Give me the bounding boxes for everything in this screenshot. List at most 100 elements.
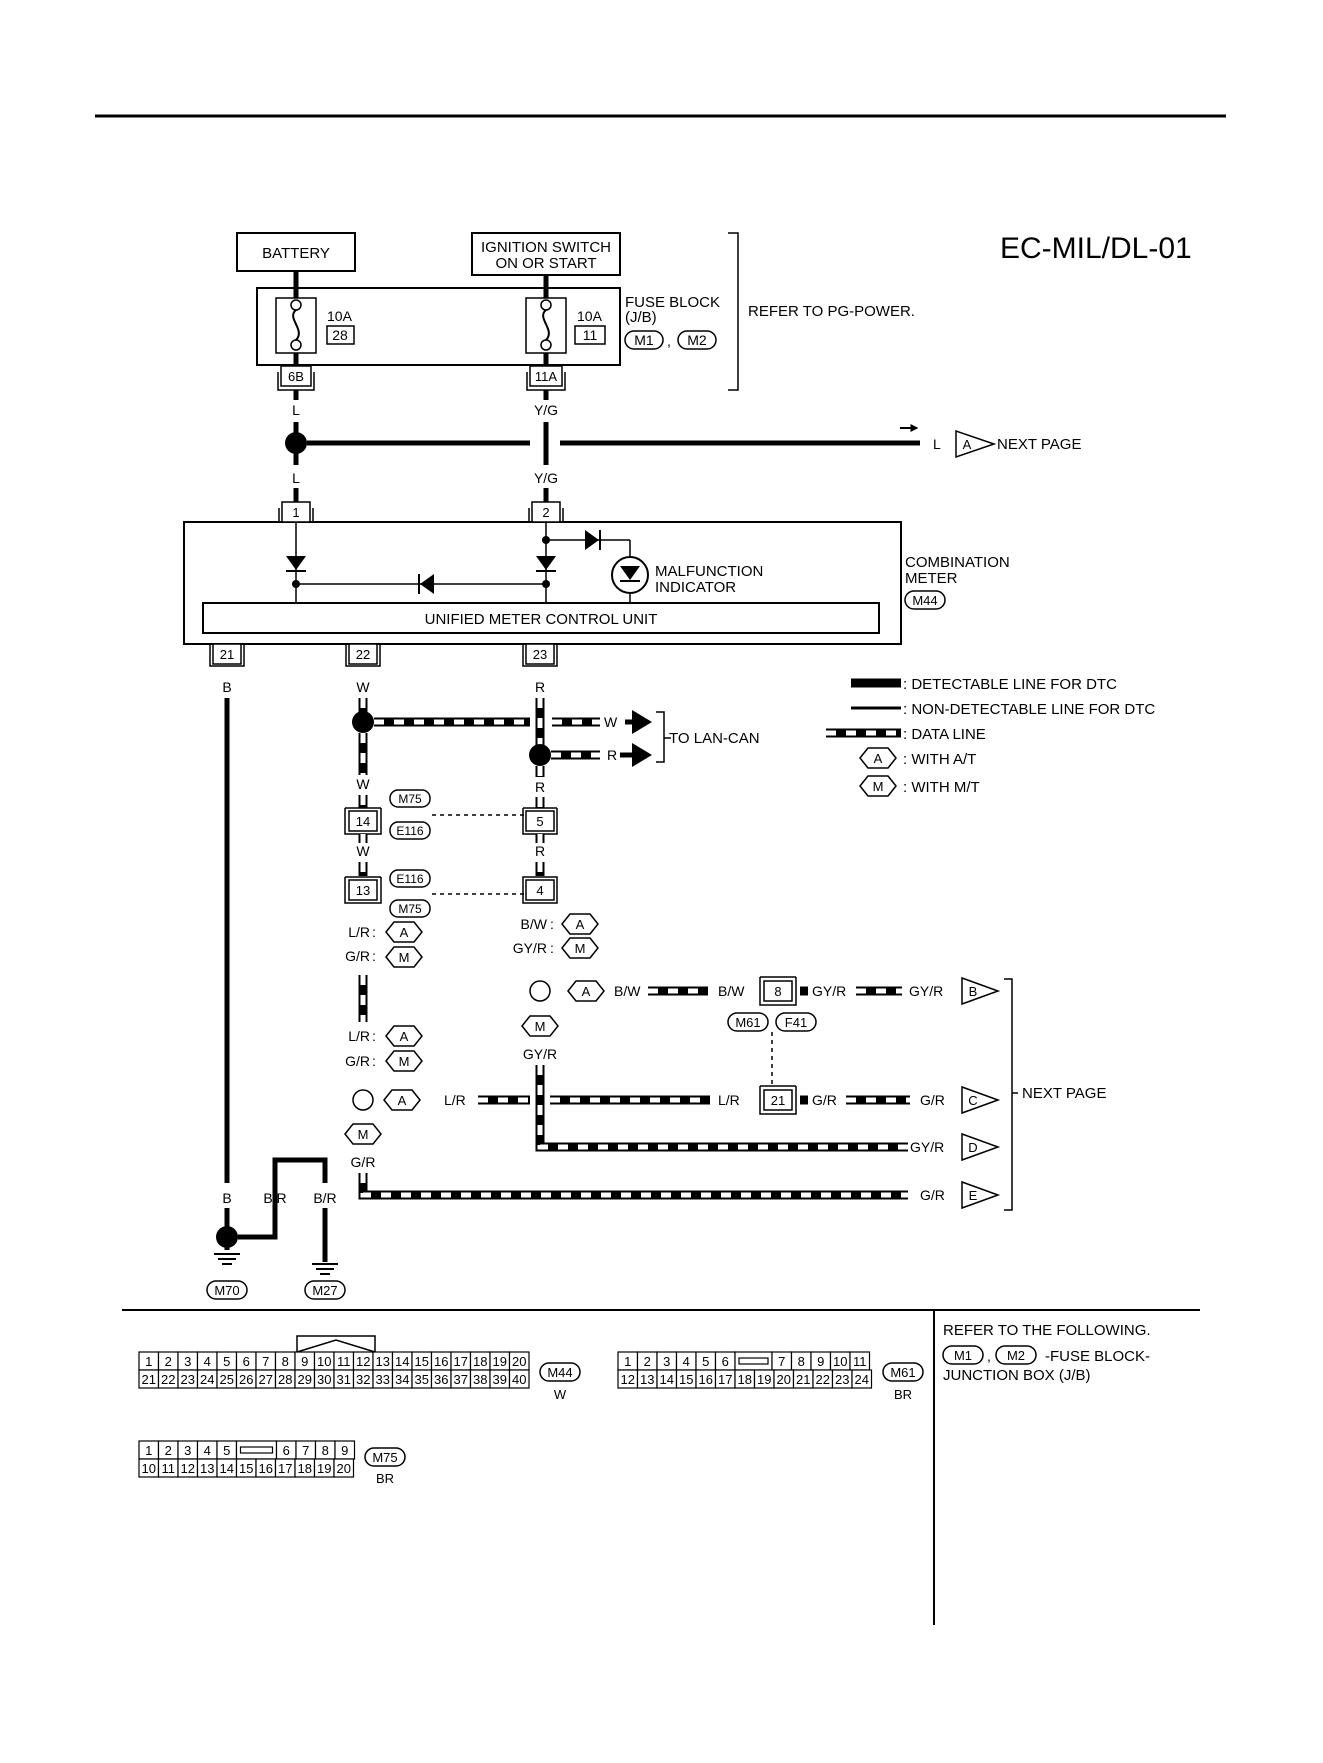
meter-pin-22: 22	[356, 647, 370, 662]
ref-e-label: E	[969, 1188, 978, 1203]
connector-pin-number: 3	[184, 1354, 191, 1369]
connector-pin-number: 9	[341, 1443, 348, 1458]
sep-2: :	[372, 948, 376, 964]
connector-pin-number: 14	[220, 1461, 234, 1476]
legend-with-at: : WITH A/T	[903, 751, 976, 768]
ref-m-2: M	[399, 1054, 410, 1069]
connector-pin-number: 24	[200, 1372, 214, 1387]
wire-gr-label-1: G/R	[345, 948, 370, 964]
can-h-line	[352, 698, 652, 775]
ref-m-4: M	[575, 941, 586, 956]
connector-pin-number: 12	[181, 1461, 195, 1476]
connector-pin-number: 27	[259, 1372, 273, 1387]
connector-pin-number: 9	[301, 1354, 308, 1369]
connector-pin-number: 12	[356, 1354, 370, 1369]
connector-cell	[508, 1369, 530, 1389]
m75-table-color: BR	[376, 1471, 394, 1486]
conn-f41: F41	[785, 1015, 807, 1030]
fuse-block-label-2: (J/B)	[625, 309, 657, 326]
conn-m61: M61	[735, 1015, 760, 1030]
connector-pin-number: 30	[317, 1372, 331, 1387]
connector-key	[734, 1351, 773, 1371]
connector-pin-number: 14	[395, 1354, 409, 1369]
wire-gr-c: G/R	[920, 1092, 945, 1108]
meter-pin-23: 23	[533, 647, 547, 662]
connector-pin-number: 20	[512, 1354, 526, 1369]
connector-pin-number: 38	[473, 1372, 487, 1387]
unified-meter-control-unit	[202, 602, 880, 634]
combination-meter-label-2: METER	[905, 570, 958, 587]
splice-ground	[216, 1226, 238, 1248]
wire-w-22: W	[356, 679, 370, 695]
ground-m27-icon	[312, 1263, 338, 1275]
wire-gyr-3: GY/R	[812, 983, 846, 999]
connector-pin-number: 3	[184, 1443, 191, 1458]
connector-pin-number: 31	[337, 1372, 351, 1387]
next-page-ref-a	[955, 429, 997, 459]
connector-pin-number: 2	[165, 1443, 172, 1458]
connector-pin-number: 13	[640, 1372, 654, 1387]
connector-pin-number: 5	[702, 1354, 709, 1369]
connector-pin-number: 8	[322, 1443, 329, 1458]
fuse-block-conn-m1: M1	[634, 332, 654, 348]
connector-pin-number: 14	[660, 1372, 674, 1387]
connector-pin-number: 6	[283, 1443, 290, 1458]
fuse-11	[525, 275, 567, 368]
ref-m-5: M	[535, 1019, 546, 1034]
conn-pin-8: 8	[774, 984, 781, 999]
connector-pin-number: 7	[778, 1354, 785, 1369]
refer-following-title: REFER TO THE FOLLOWING.	[943, 1322, 1151, 1339]
wire-bw-label-1: B/W	[521, 916, 548, 932]
connector-key-icon	[239, 1446, 274, 1454]
connector-pin-number: 1	[145, 1354, 152, 1369]
legend-non-detectable: : NON-DETECTABLE LINE FOR DTC	[903, 701, 1155, 718]
sep-1: :	[372, 924, 376, 940]
ref-a-1: A	[400, 925, 409, 940]
connector-pin-number: 26	[239, 1372, 253, 1387]
connector-pin-number: 23	[181, 1372, 195, 1387]
connector-pin-number: 19	[493, 1354, 507, 1369]
wire-r-3: R	[535, 843, 545, 859]
optional-splice-left	[352, 1089, 374, 1111]
connector-pin-number: 8	[282, 1354, 289, 1369]
next-page-ref-b	[961, 976, 1001, 1006]
ignition-label-2: ON OR START	[495, 255, 596, 272]
ref-c-label: C	[968, 1093, 977, 1108]
wire-w-lan: W	[604, 714, 618, 730]
connector-pin-number: 18	[298, 1461, 312, 1476]
connector-pin-number: 10	[833, 1354, 847, 1369]
ground-m27-label: M27	[312, 1283, 337, 1298]
fuse-28	[275, 271, 317, 368]
connector-pin-number: 39	[493, 1372, 507, 1387]
wire-yg-mid: Y/G	[534, 470, 558, 486]
legend-ref-a: A	[874, 751, 883, 766]
connector-pin-number: 17	[278, 1461, 292, 1476]
next-page-ref-c	[961, 1085, 1001, 1115]
fuse-11-number: 11	[583, 327, 598, 343]
sep-6: :	[550, 940, 554, 956]
wire-l-next: L	[933, 436, 941, 452]
m44-table-label: M44	[547, 1365, 572, 1380]
ref-a-3: A	[398, 1093, 407, 1108]
fuse-28-number: 28	[332, 327, 348, 343]
connector-pin-number: 25	[220, 1372, 234, 1387]
splice-l	[285, 432, 307, 454]
connector-pin-number: 8	[798, 1354, 805, 1369]
wire-r-2: R	[535, 779, 545, 795]
legend-detectable: : DETECTABLE LINE FOR DTC	[903, 676, 1117, 693]
connector-pin-number: 17	[454, 1354, 468, 1369]
connector-pin-number: 21	[796, 1372, 810, 1387]
wire-bw-2: B/W	[614, 983, 641, 999]
fuse-block-conn-m2: M2	[687, 332, 707, 348]
connector-pin-number: 22	[816, 1372, 830, 1387]
wire-w-3: W	[356, 843, 370, 859]
m61-table-label: M61	[890, 1365, 915, 1380]
conn-m75-bottom: M75	[398, 902, 422, 916]
connector-cell	[333, 1458, 355, 1478]
connector-pin-number: 11	[853, 1354, 867, 1369]
fuse-28-amp: 10A	[327, 308, 353, 324]
combination-meter-label-1: COMBINATION	[905, 554, 1010, 571]
connector-pin-number: 20	[777, 1372, 791, 1387]
ref-d-label: D	[968, 1140, 977, 1155]
